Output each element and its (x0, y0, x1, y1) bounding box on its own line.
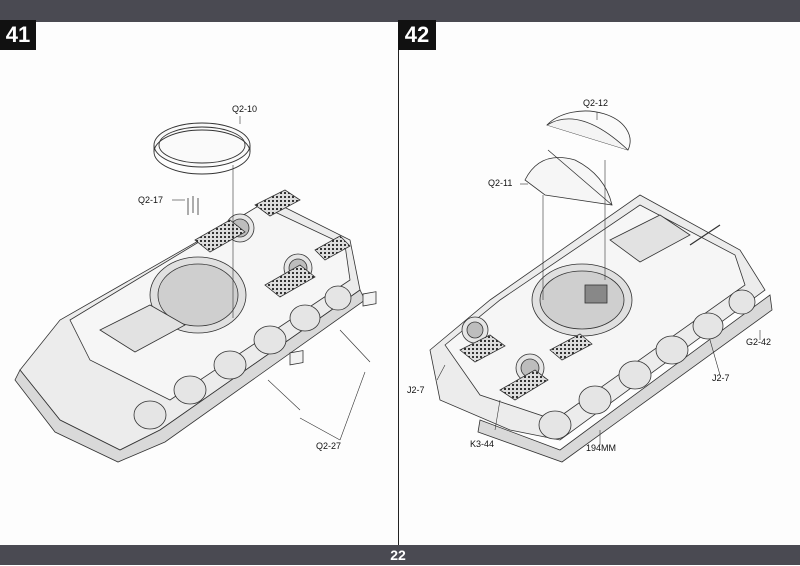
part-q2-11 (524, 149, 613, 206)
leader-lines-41 (172, 116, 371, 441)
part-q2-12 (546, 110, 631, 151)
top-bar (0, 0, 800, 22)
callout-j2-7-left: J2-7 (407, 385, 425, 395)
part-q2-17 (187, 196, 199, 215)
callout-q2-11: Q2-11 (488, 178, 513, 188)
callout-q2-17: Q2-17 (138, 195, 164, 205)
leader-lines-42 (436, 112, 761, 445)
callout-q2-12: Q2-12 (583, 98, 609, 108)
step-number-41: 41 (0, 20, 36, 50)
step-number-42: 42 (398, 20, 436, 50)
step-divider (398, 22, 399, 545)
callout-194mm: 194MM (586, 443, 617, 453)
callout-g2-42: G2-42 (746, 337, 772, 347)
callout-q2-10: Q2-10 (232, 104, 258, 114)
callout-j2-7-right: J2-7 (712, 373, 730, 383)
tank-hull-step-42 (429, 194, 773, 463)
part-ring-q2-10 (153, 122, 251, 175)
callout-k3-44: K3-44 (470, 439, 495, 449)
part-q2-27 (289, 291, 377, 366)
bottom-bar (0, 545, 800, 565)
tank-hull-step-41 (14, 189, 366, 463)
page-number: 22 (390, 547, 406, 563)
callout-q2-27: Q2-27 (316, 441, 342, 451)
